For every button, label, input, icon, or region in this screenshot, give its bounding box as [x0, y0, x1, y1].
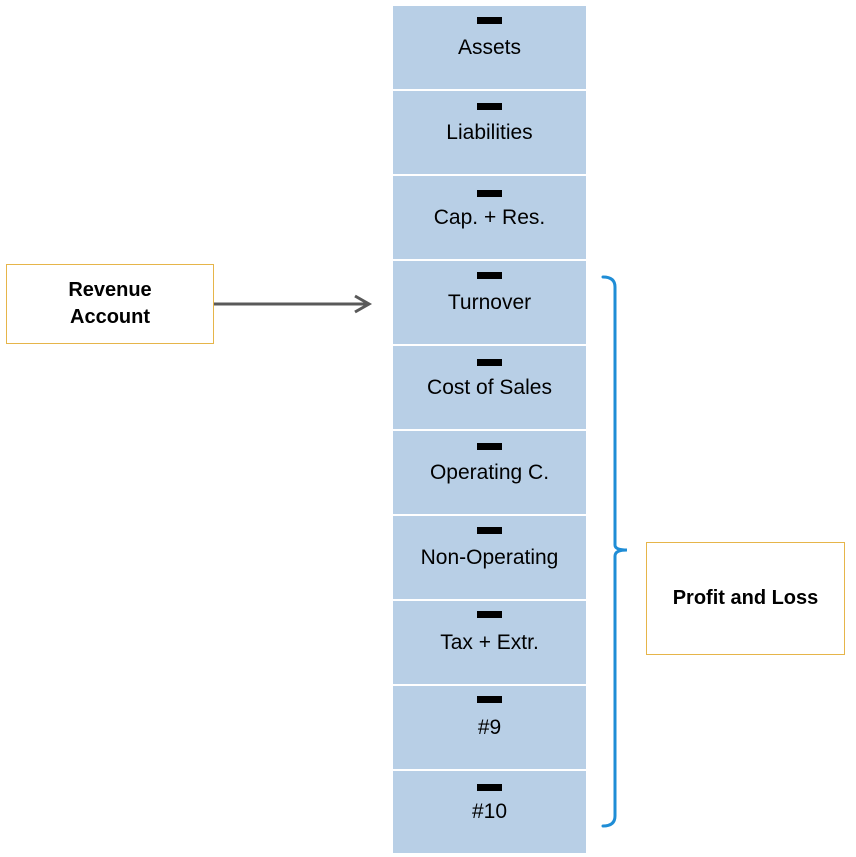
account-label: #10	[471, 800, 508, 823]
account-label: Turnover	[447, 291, 532, 314]
account-label: Liabilities	[446, 121, 533, 144]
profit-and-loss-callout: Profit and Loss	[646, 542, 845, 655]
account-label: #9	[477, 716, 502, 739]
minus-icon	[477, 272, 502, 279]
account-cell-non-operating: Non-Operating	[393, 516, 586, 599]
minus-icon	[477, 443, 502, 450]
minus-icon	[477, 696, 502, 703]
account-cell-10: #10	[393, 771, 586, 853]
account-label: Cost of Sales	[427, 376, 552, 399]
minus-icon	[477, 527, 502, 534]
account-label: Operating C.	[429, 461, 550, 484]
account-cell-9: #9	[393, 686, 586, 769]
account-cell-liabilities: Liabilities	[393, 91, 586, 174]
account-cell-turnover: Turnover	[393, 261, 586, 344]
minus-icon	[477, 190, 502, 197]
minus-icon	[477, 611, 502, 618]
minus-icon	[477, 17, 502, 24]
arrow-head-icon	[354, 294, 373, 314]
account-cell-operating-costs: Operating C.	[393, 431, 586, 514]
profit-and-loss-label: Profit and Loss	[672, 587, 819, 609]
minus-icon	[477, 359, 502, 366]
revenue-callout-line2: Account	[70, 306, 150, 328]
account-cell-capital-reserves: Cap. + Res.	[393, 176, 586, 259]
minus-icon	[477, 784, 502, 791]
account-label: Non-Operating	[420, 546, 559, 569]
account-label: Cap. + Res.	[433, 206, 546, 229]
profit-and-loss-bracket	[601, 275, 628, 828]
account-cell-cost-of-sales: Cost of Sales	[393, 346, 586, 429]
revenue-arrow	[214, 294, 373, 314]
revenue-account-callout: Revenue Account	[6, 264, 214, 344]
minus-icon	[477, 103, 502, 110]
revenue-callout-line1: Revenue	[68, 279, 152, 301]
account-label: Assets	[457, 36, 522, 59]
account-cell-assets: Assets	[393, 6, 586, 89]
account-cell-tax-extraordinary: Tax + Extr.	[393, 601, 586, 684]
account-label: Tax + Extr.	[440, 631, 539, 654]
